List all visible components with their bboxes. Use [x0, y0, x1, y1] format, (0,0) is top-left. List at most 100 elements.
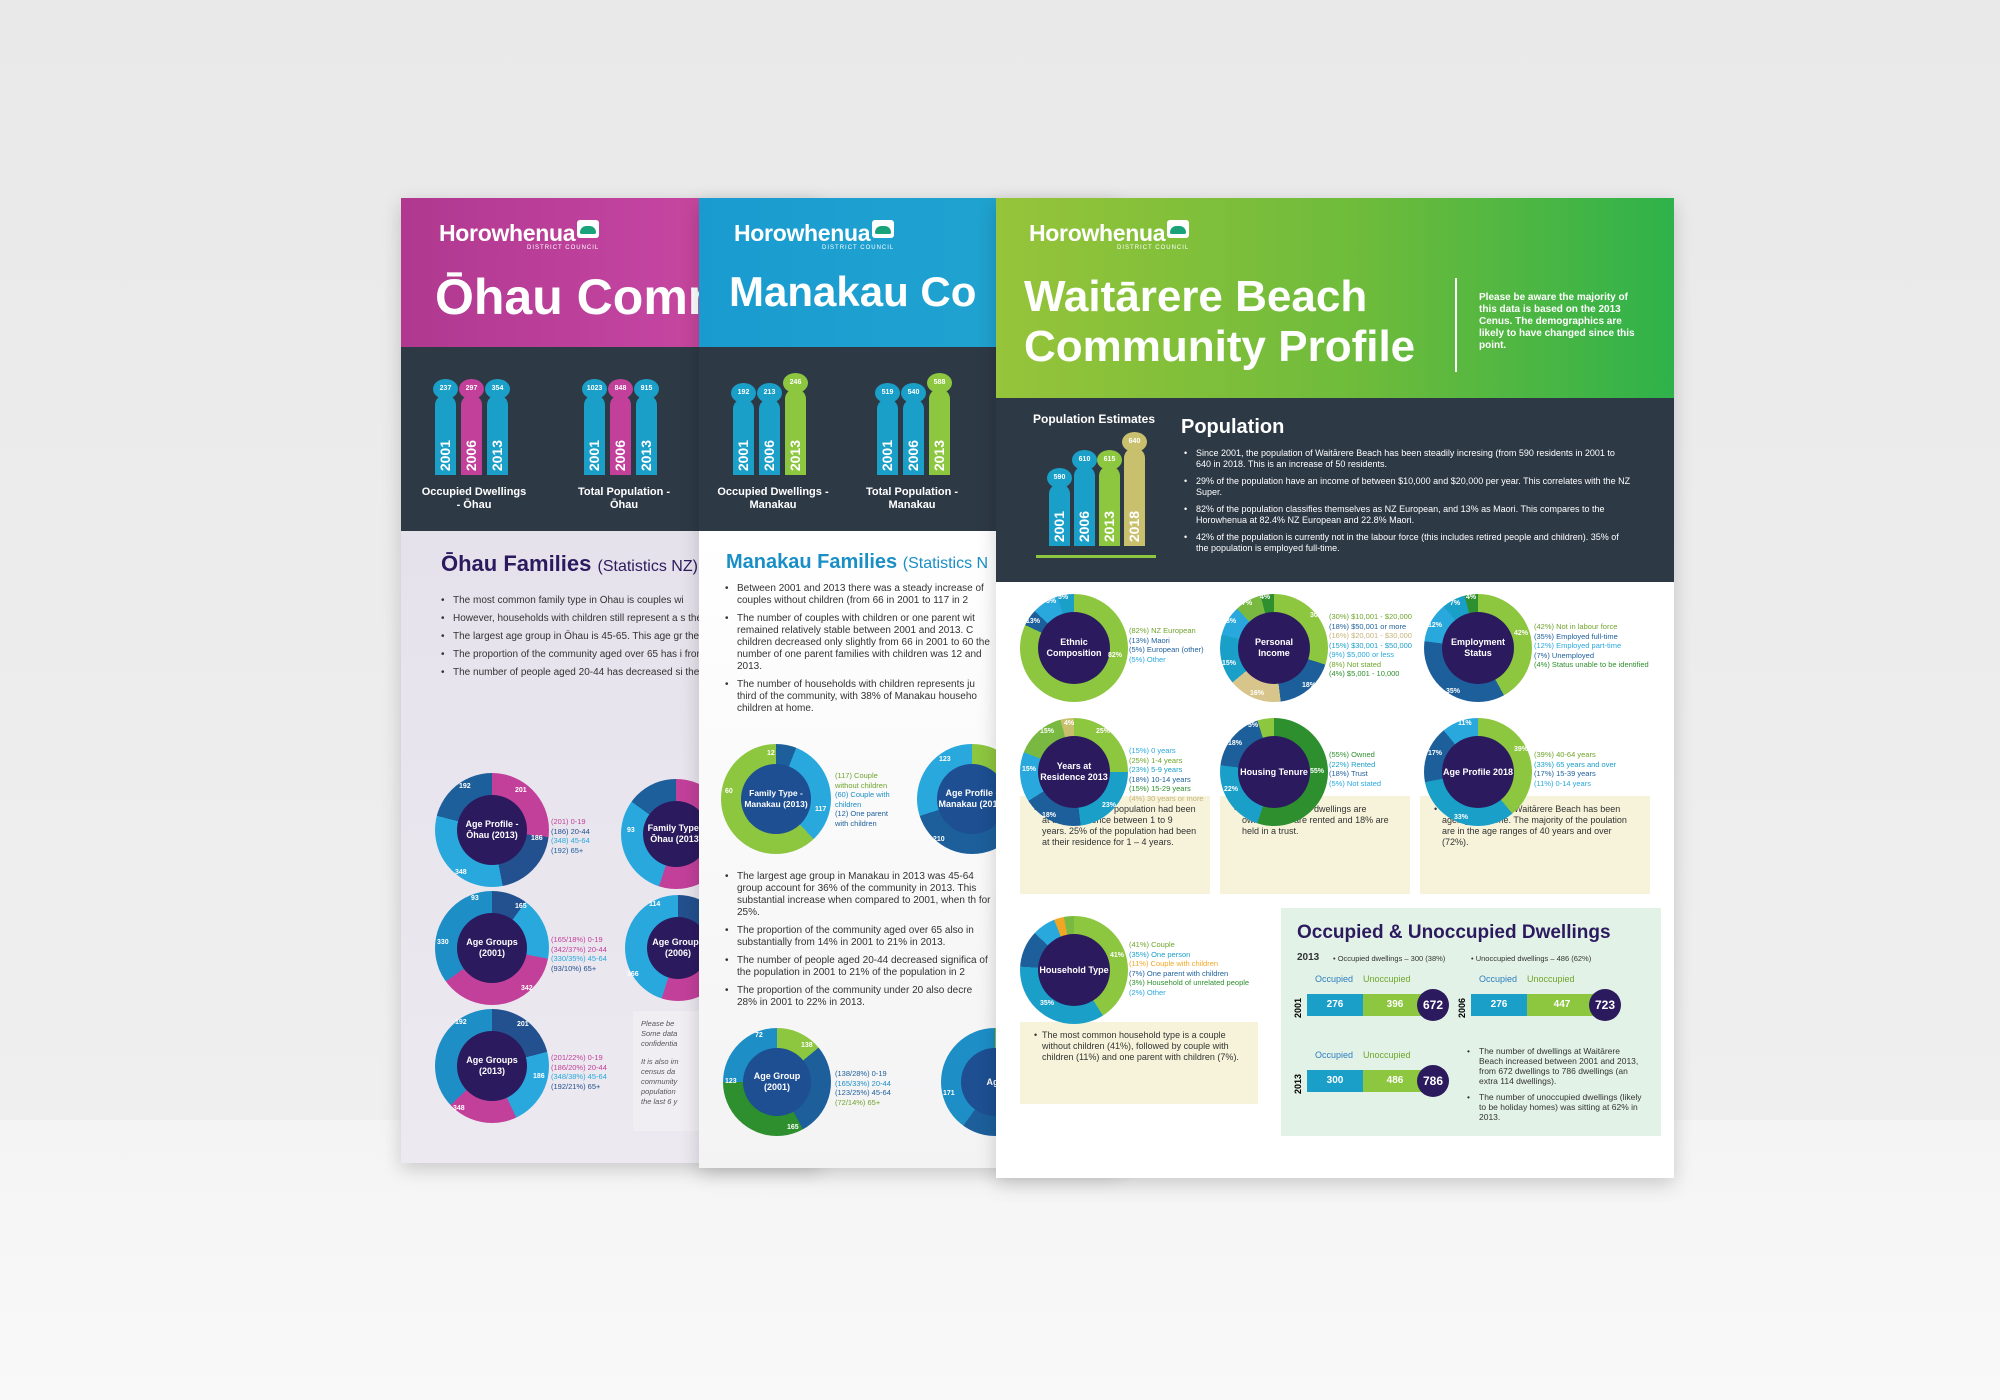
bar-value: 297 [459, 379, 484, 399]
bar-value: 1023 [582, 379, 607, 399]
bullet: 42% of the population is currently not i… [1182, 532, 1632, 554]
bar-value: 640 [1122, 432, 1147, 452]
bar-value: 615 [1097, 450, 1122, 470]
ohau-title: Ōhau Comm [435, 269, 733, 325]
donut-value: 165 [787, 1124, 799, 1131]
council-logo-icon [872, 220, 895, 238]
bullet: The number of households with children r… [723, 679, 993, 715]
donut-label: Household Type [1038, 934, 1110, 1006]
years-residence-donut: Years at Residence 2013 4% 15% 25% 15% 1… [1020, 718, 1128, 826]
bar-year: 2013 [1101, 510, 1117, 542]
bar-value: 192 [731, 383, 756, 403]
bar-value: 610 [1072, 450, 1097, 470]
donut-value: 5% [1248, 722, 1259, 729]
donut-value: 348 [453, 1105, 465, 1112]
ohau-bars1-label: Occupied Dwellings - Ōhau [421, 486, 527, 511]
legend-entry: (16%) $20,001 - $30,000 [1329, 631, 1412, 640]
donut-label: Age Group (2001) [743, 1048, 811, 1116]
bar-year: 2006 [612, 439, 628, 471]
legend-entry: (93/10%) 65+ [551, 963, 597, 973]
unoccupied-label: Unoccupied [1363, 1050, 1411, 1060]
donut-label: Housing Tenure [1238, 736, 1310, 808]
bullet: The most common family type in Ōhau is c… [439, 595, 699, 607]
legend-entry: (165/33%) 20-44 [835, 1078, 891, 1088]
donut-value: 7% [1450, 600, 1461, 607]
ohau-age-profile-donut: Age Profile - Ōhau (2013) 192 201 186 34… [435, 773, 549, 887]
occupied-bar: 276 [1471, 994, 1527, 1016]
bullet: The proportion of the community under 20… [723, 985, 993, 1009]
legend-entry: (13%) Maori [1129, 635, 1170, 645]
section-title: Manakau Families [726, 551, 898, 573]
ohau-bullets: The most common family type in Ōhau is c… [439, 595, 699, 685]
donut-value: 117 [815, 806, 827, 813]
legend-entry: (4%) Status unable to be identified [1534, 660, 1649, 669]
bar-year: 2001 [437, 439, 453, 471]
note-line: It is also im [641, 1057, 679, 1066]
legend-entry: (35%) One person [1129, 949, 1191, 959]
donut-value: 330 [437, 939, 449, 946]
title-line-1: Waitārere Beach [1024, 272, 1368, 321]
donut-value: 42% [1514, 630, 1529, 637]
ohau-age-2013-donut: Age Groups (2013) 192 201 186 348 [435, 1009, 549, 1123]
donut-value: 4% [1064, 720, 1075, 727]
legend-entry: (5%) European (other) [1129, 645, 1204, 654]
legend-entry: (117) Couple without children [835, 771, 888, 790]
legend-entry: (30%) $10,001 - $20,000 [1329, 612, 1412, 621]
brand-sub: DISTRICT COUNCIL [1117, 245, 1190, 251]
donut-value: 4% [1260, 594, 1271, 601]
legend-entry: (25%) 1-4 years [1129, 755, 1183, 765]
legend-entry: (186) 20-44 [551, 826, 590, 836]
legend-entry: (11%) Couple with children [1129, 959, 1219, 968]
donut-label: Family Type - Ōhau (2013) [643, 801, 709, 867]
donut-value: 72 [755, 1032, 763, 1039]
age-profile-donut: Age Profile 2018 11% 17% 39% 33% [1424, 718, 1532, 826]
note-line: confidentia [641, 1039, 678, 1048]
donut-value: 12 [767, 750, 775, 757]
manakau-bullets-2: The largest age group in Manakau in 2013… [723, 871, 993, 1015]
council-logo-icon [577, 220, 600, 238]
legend-entry: (55%) Owned [1329, 750, 1375, 759]
legend-entry: (192) 65+ [551, 845, 584, 855]
council-logo-icon [1167, 220, 1190, 238]
legend-entry: (348/38%) 45-64 [551, 1072, 607, 1081]
legend-entry: (7%) One parent with children [1129, 968, 1229, 978]
donut-label: Age Groups (2013) [457, 1031, 527, 1101]
header-divider [1455, 278, 1457, 372]
ohau-age-legend: (201) 0-19 (186) 20-44 (348) 45-64 (192)… [551, 817, 590, 855]
legend-entry: (18%) Trust [1329, 769, 1368, 778]
household-type-donut: Household Type 41% 35% [1020, 916, 1128, 1024]
bullet: The proportion of the community aged ove… [439, 649, 699, 661]
donut-value: 15% [1040, 728, 1055, 735]
bar-value: 915 [634, 379, 659, 399]
donut-value: 201 [517, 1021, 529, 1028]
donut-value: 192 [459, 783, 471, 790]
legend-entry: (22%) Rented [1329, 759, 1376, 769]
legend-entry: (18%) $50,001 or more [1329, 621, 1407, 631]
donut-value: 123 [725, 1078, 737, 1085]
unoccupied-label: Unoccupied [1363, 974, 1411, 984]
section-title: Ōhau Families [441, 551, 592, 576]
brand-name: Horowhenua [1029, 220, 1166, 246]
income-legend: (30%) $10,001 - $20,000 (18%) $50,001 or… [1329, 612, 1412, 679]
manakau-age-2001-donut: Age Group (2001) 72 138 123 165 [723, 1028, 831, 1136]
legend-entry: (41%) Couple [1129, 940, 1175, 949]
legend-entry: (2%) Other [1129, 987, 1166, 997]
bar-year: 2013 [489, 439, 505, 471]
occupied-label: Occupied [1315, 1050, 1354, 1060]
legend-entry: (35%) Employed full-time [1534, 631, 1618, 641]
donut-value: 35% [1446, 688, 1461, 695]
legend-entry: (201) 0-19 [551, 817, 586, 826]
bar-value: 590 [1047, 468, 1072, 488]
donut-label: Employment Status [1442, 612, 1514, 684]
dwellings-year: 2013 [1297, 952, 1320, 963]
legend-entry: (165/18%) 0-19 [551, 935, 603, 944]
household-legend: (41%) Couple (35%) One person (11%) Coup… [1129, 940, 1249, 997]
bar-year: 2001 [879, 439, 895, 471]
tenure-legend: (55%) Owned (22%) Rented (18%) Trust (5%… [1329, 750, 1381, 788]
employment-legend: (42%) Not in labour force (35%) Employed… [1534, 622, 1649, 670]
legend-entry: (7%) Unemployed [1534, 650, 1595, 660]
